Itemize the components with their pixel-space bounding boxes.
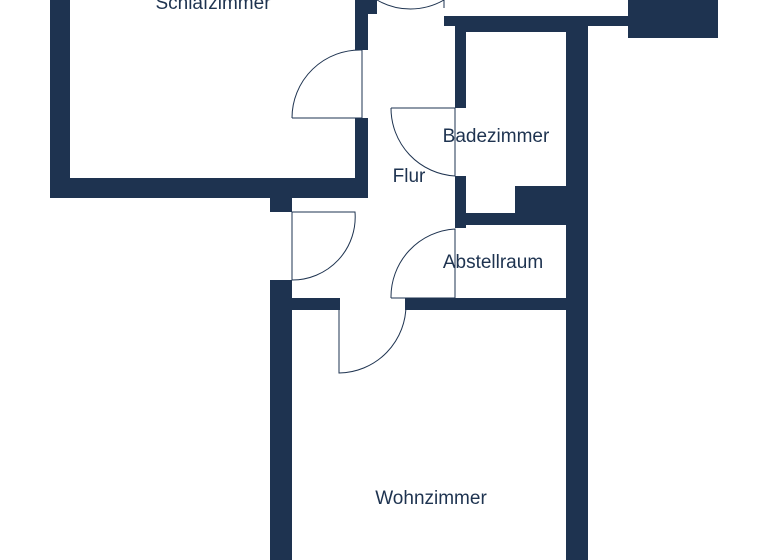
wall-bedroom-left (50, 0, 70, 198)
wall-living-left (270, 280, 292, 560)
wall-bath-top (466, 26, 566, 32)
door-top (376, 0, 445, 10)
wall-top-stub (368, 0, 377, 14)
door-bathroom (390, 107, 456, 177)
label-schlafzimmer: Schlafzimmer (155, 0, 271, 14)
wall-bath-left-upper (455, 26, 466, 108)
wall-bedroom-right-upper (355, 0, 368, 50)
door-entrance (291, 211, 356, 281)
doors (291, 0, 456, 374)
wall-bath-storage-divider (455, 213, 566, 225)
wall-bath-left-lower (455, 176, 466, 228)
door-bedroom (291, 49, 363, 119)
label-flur: Flur (393, 166, 426, 187)
label-badezimmer: Badezimmer (443, 126, 550, 147)
label-wohnzimmer: Wohnzimmer (375, 488, 487, 509)
wall-living-top-left (292, 298, 340, 310)
walls (50, 0, 718, 560)
wall-bath-block (515, 186, 566, 213)
wall-living-top-right (405, 298, 455, 310)
door-storage (390, 228, 456, 299)
wall-top-right (628, 0, 718, 38)
wall-east (566, 26, 588, 560)
wall-flur-left-stub (270, 198, 292, 212)
wall-bedroom-right-lower (355, 118, 368, 198)
label-abstellraum: Abstellraum (443, 252, 543, 273)
wall-storage-bottom (455, 298, 566, 310)
door-living (338, 303, 407, 374)
wall-top-thin (444, 16, 628, 26)
wall-bedroom-bottom (50, 178, 368, 198)
